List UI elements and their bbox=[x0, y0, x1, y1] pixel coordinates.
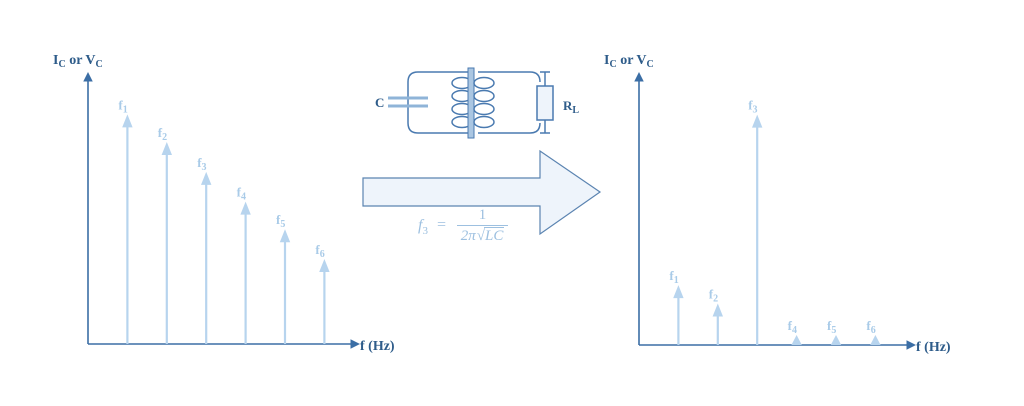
right-bar-f4 bbox=[791, 335, 802, 345]
transformation-arrow bbox=[362, 149, 602, 236]
right-bar-f2 bbox=[712, 303, 723, 345]
capacitor-label: C bbox=[375, 95, 384, 110]
formula-equals: = bbox=[431, 216, 451, 234]
formula-fraction: 1 2π√LC bbox=[456, 207, 509, 245]
left-bar-label-f1: f1 bbox=[118, 97, 127, 115]
right-bar-label-f1: f1 bbox=[669, 268, 678, 286]
right-bar-label-f2: f2 bbox=[709, 287, 718, 305]
primary-loop-wire bbox=[407, 71, 470, 134]
right-bar-f6 bbox=[870, 335, 881, 345]
secondary-loop-wire bbox=[478, 71, 541, 134]
left-bar-f6 bbox=[319, 259, 330, 344]
left-bar-f4 bbox=[240, 201, 251, 344]
formula-denominator: 2π√LC bbox=[460, 227, 505, 244]
right-bar-f1 bbox=[673, 285, 684, 345]
right-bar-label-f6: f6 bbox=[866, 318, 875, 336]
right-bar-label-f5: f5 bbox=[827, 318, 836, 336]
formula-lhs: f3 bbox=[418, 216, 428, 237]
right-bar-f5 bbox=[830, 335, 842, 345]
left-bar-label-f3: f3 bbox=[197, 155, 206, 173]
left-x-axis-title: f (Hz) bbox=[360, 339, 395, 354]
left-bar-label-f4: f4 bbox=[237, 185, 246, 203]
left-bar-f2 bbox=[161, 141, 172, 344]
left-chart: f1 f2 f3 f4 f5 f6 IC or VC f (Hz) bbox=[53, 53, 395, 354]
right-bar-label-f3: f3 bbox=[748, 98, 757, 116]
left-bar-label-f6: f6 bbox=[315, 242, 324, 260]
load-connector bbox=[540, 71, 550, 134]
right-y-axis-title: IC or VC bbox=[604, 53, 654, 70]
resonance-formula: f3 = 1 2π√LC bbox=[418, 207, 510, 245]
left-y-axis-title: IC or VC bbox=[53, 53, 103, 70]
right-chart: f1 f2 f3 f4 f5 f6 IC or VC f (Hz) bbox=[604, 53, 951, 355]
right-bar-f3 bbox=[752, 114, 763, 345]
transformer-secondary-coil bbox=[473, 76, 495, 129]
left-bar-label-f5: f5 bbox=[276, 212, 285, 230]
formula-numerator: 1 bbox=[456, 207, 509, 226]
transformer-core bbox=[467, 67, 475, 139]
right-x-axis-title: f (Hz) bbox=[916, 340, 951, 355]
left-bar-f5 bbox=[279, 229, 291, 344]
load-resistor-body bbox=[536, 85, 554, 121]
left-bar-f3 bbox=[201, 171, 212, 344]
right-bar-label-f4: f4 bbox=[788, 318, 797, 336]
load-resistor-label: RL bbox=[563, 98, 579, 116]
left-bar-f1 bbox=[122, 114, 133, 344]
circuit-diagram: C RL bbox=[375, 67, 579, 139]
left-bar-label-f2: f2 bbox=[158, 125, 167, 143]
